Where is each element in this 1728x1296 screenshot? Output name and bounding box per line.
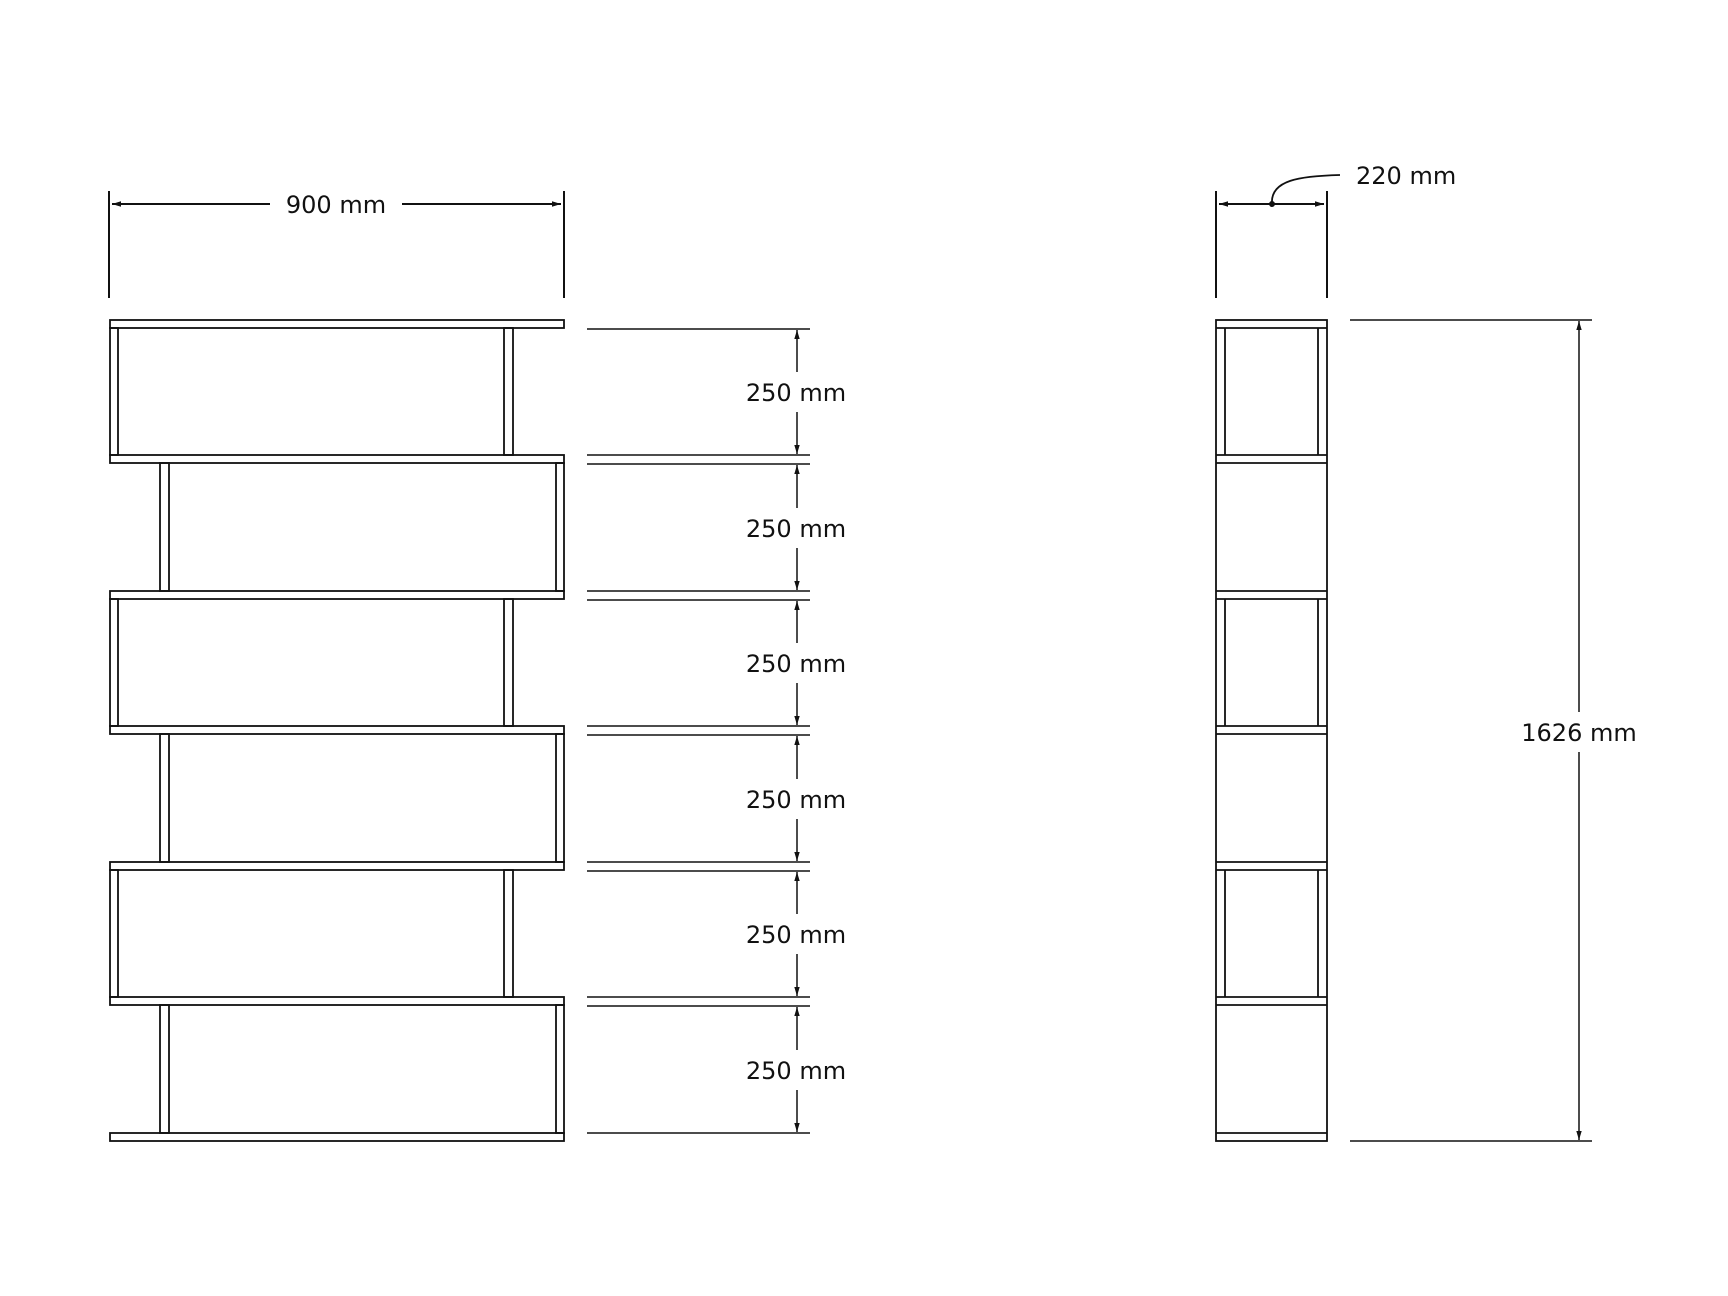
shelf-board bbox=[109, 861, 565, 871]
depth-leader-line bbox=[1271, 174, 1341, 205]
side-panel bbox=[109, 327, 119, 456]
shelf-spacing-label: 250 mm bbox=[746, 515, 846, 543]
front-view bbox=[108, 191, 810, 1142]
shelf-board bbox=[109, 590, 565, 600]
front-width-label: 900 mm bbox=[286, 191, 386, 219]
side-panel bbox=[159, 462, 170, 592]
side-panel bbox=[555, 1004, 565, 1134]
shelf-spacing-label: 250 mm bbox=[746, 379, 846, 407]
shelf-boards bbox=[109, 319, 565, 1142]
shelf-board bbox=[109, 454, 565, 464]
shelf-board bbox=[109, 725, 565, 735]
side-profile-outline bbox=[1215, 319, 1328, 1142]
shelf-board-bottom bbox=[109, 1132, 565, 1142]
shelf-spacing-label: 250 mm bbox=[746, 921, 846, 949]
shelf-spacing-label: 250 mm bbox=[746, 1057, 846, 1085]
front-width-dimension bbox=[108, 191, 565, 298]
side-panels bbox=[109, 327, 565, 1134]
side-view bbox=[1215, 174, 1592, 1142]
spacing-extension-lines bbox=[587, 328, 810, 1134]
shelf-spacing-label: 250 mm bbox=[746, 650, 846, 678]
shelf-board-top bbox=[109, 319, 565, 329]
leader-dot bbox=[1269, 201, 1275, 207]
side-panel bbox=[109, 598, 119, 727]
depth-dimension bbox=[1215, 174, 1341, 298]
height-dimension bbox=[1350, 319, 1592, 1142]
side-panel bbox=[159, 733, 170, 863]
side-panel bbox=[109, 869, 119, 998]
shelf-spacing-label: 250 mm bbox=[746, 786, 846, 814]
depth-label: 220 mm bbox=[1356, 162, 1456, 190]
shelf-board bbox=[109, 996, 565, 1006]
height-label: 1626 mm bbox=[1521, 719, 1636, 747]
side-panel bbox=[555, 733, 565, 863]
side-panel bbox=[555, 462, 565, 592]
side-profile bbox=[1215, 319, 1328, 1142]
side-panel bbox=[503, 598, 514, 727]
side-panel bbox=[159, 1004, 170, 1134]
side-panel bbox=[503, 869, 514, 998]
side-panel bbox=[503, 327, 514, 456]
